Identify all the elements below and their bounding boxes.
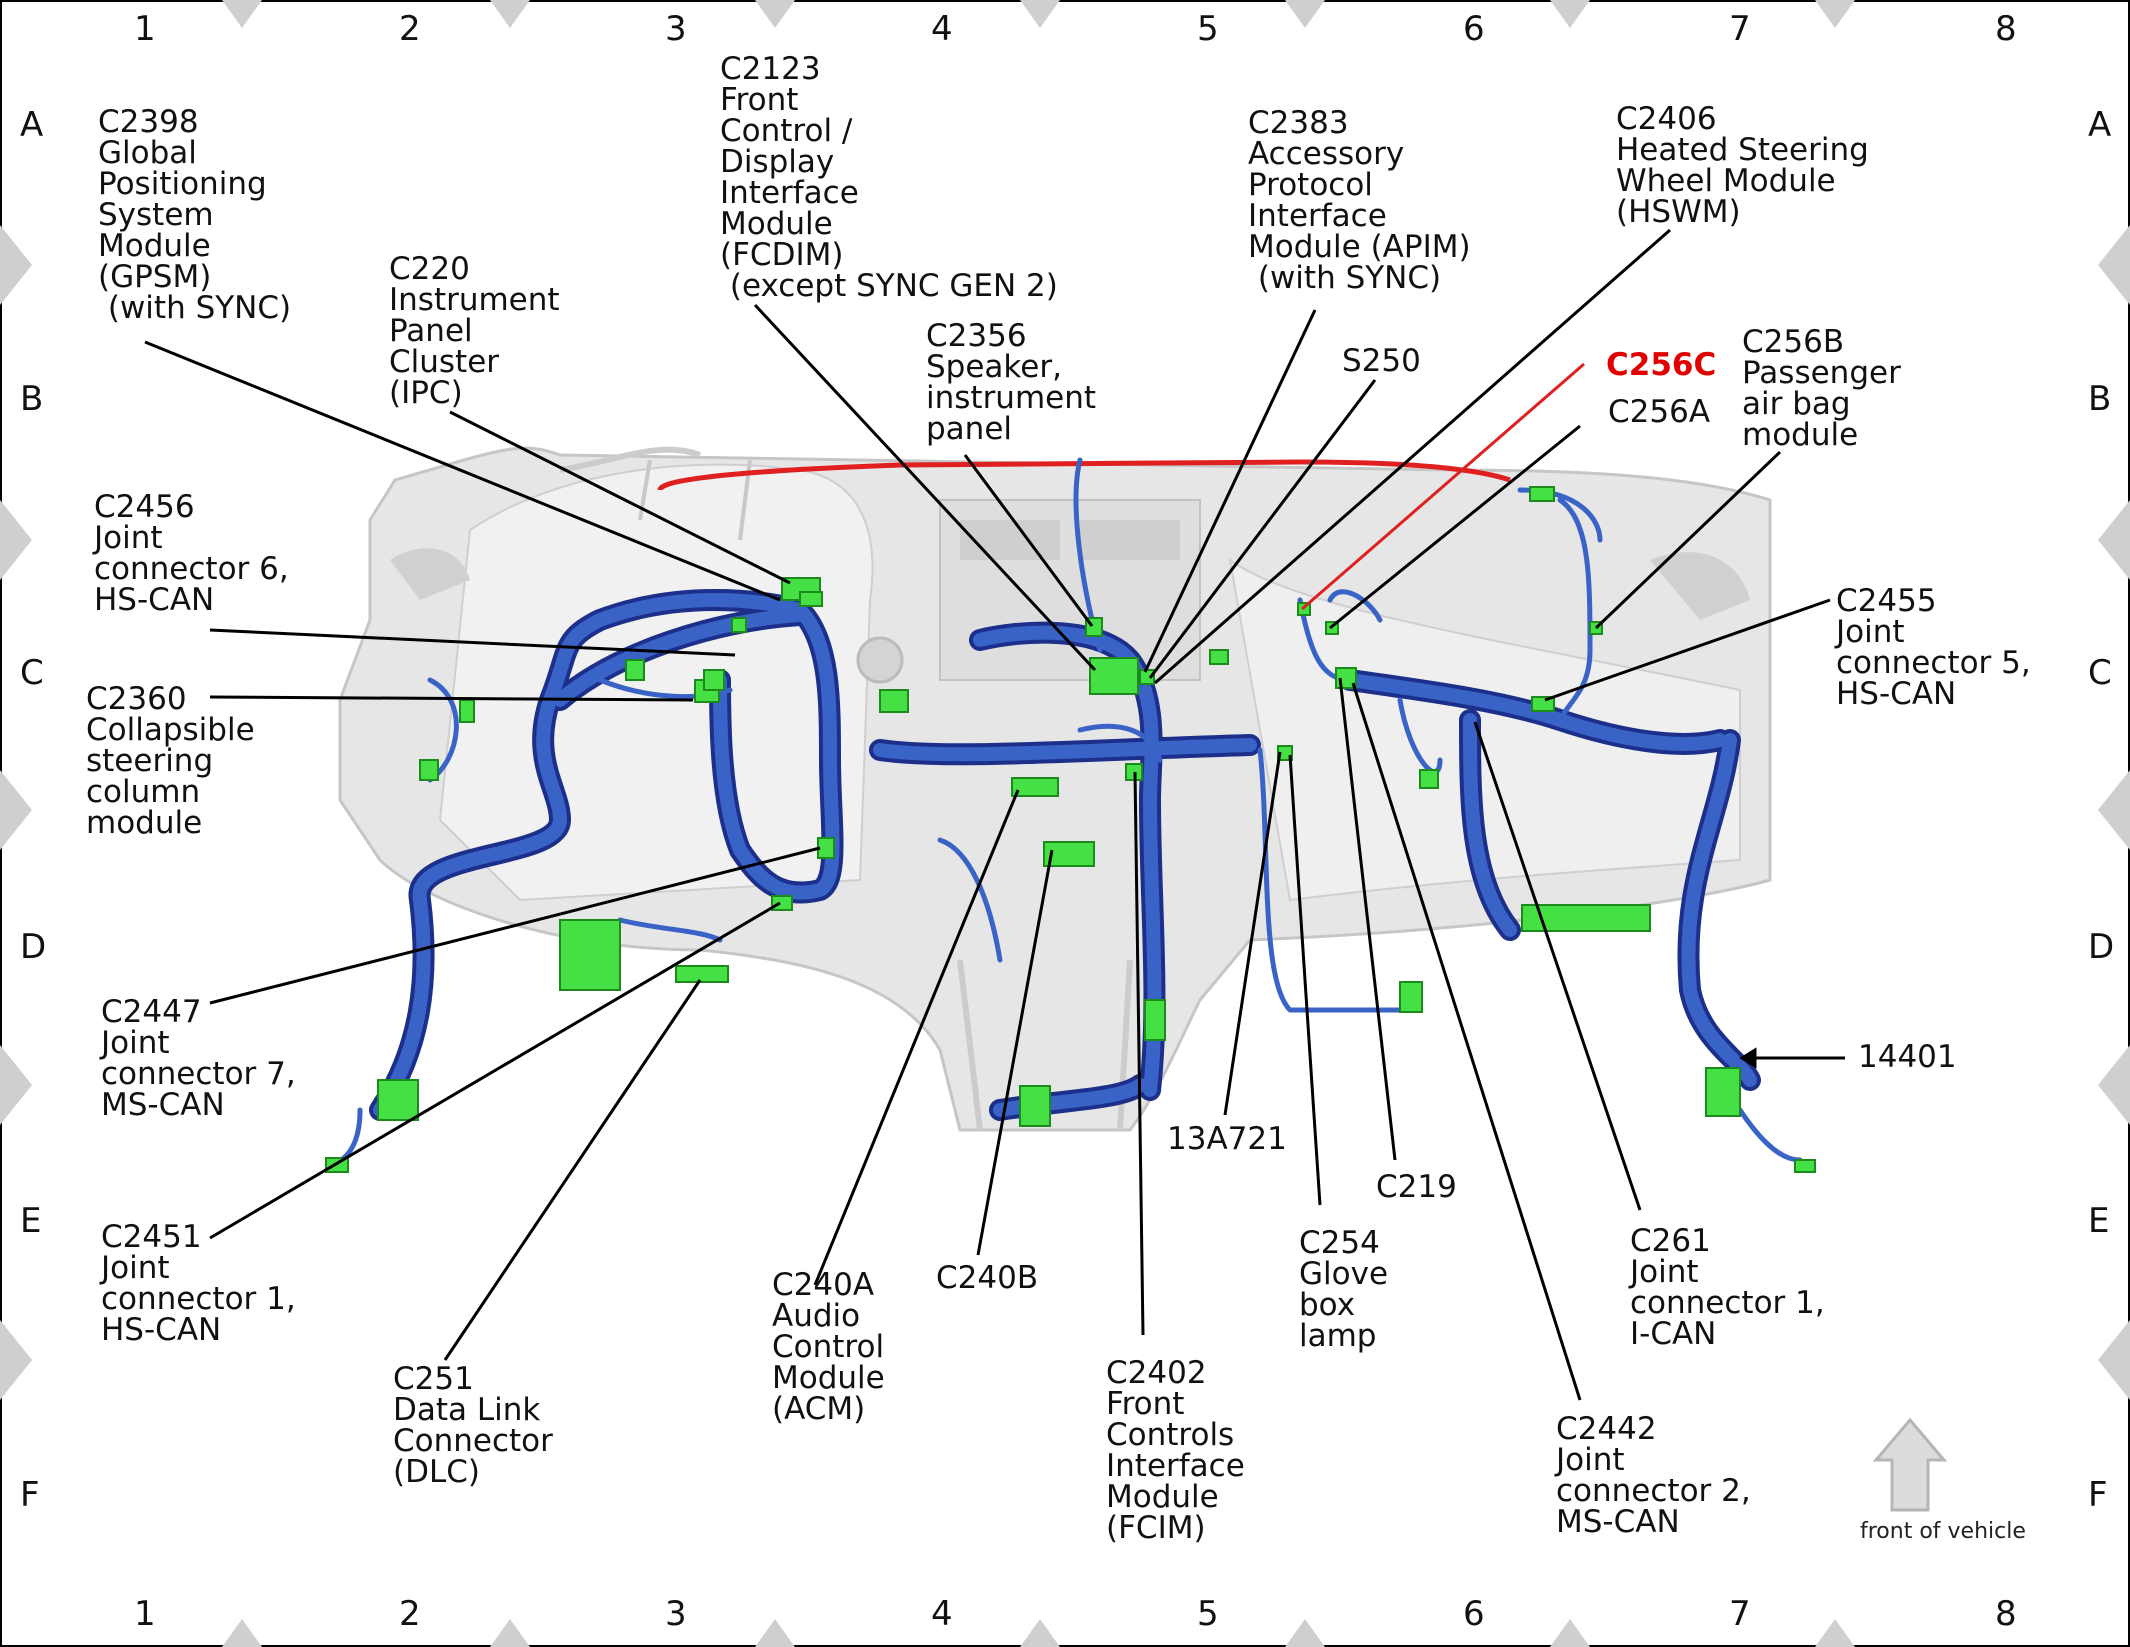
connector-upper-b	[703, 669, 725, 691]
grid-col-4: 4	[931, 9, 953, 49]
label-c251: C251 Data Link Connector (DLC)	[393, 1361, 553, 1490]
grid-row-e: E	[20, 1201, 42, 1241]
wiring-harness	[327, 457, 1803, 1168]
connector-left-mid	[419, 759, 439, 781]
label-c2360: C2360 Collapsible steering column module	[86, 681, 255, 841]
grid-col-5-bottom: 5	[1197, 1594, 1219, 1634]
grid-row-f: F	[20, 1475, 40, 1515]
label-c256a: C256A	[1608, 394, 1711, 430]
grid-col-1: 1	[134, 9, 156, 49]
label-c2356: C2356 Speaker, instrument panel	[926, 318, 1097, 447]
connector-c254	[1277, 745, 1293, 761]
connector-left-cluster	[559, 919, 621, 991]
connector-c2123	[1089, 657, 1139, 695]
connector-left-lower	[377, 1079, 419, 1121]
connector-upper-a	[625, 659, 645, 681]
connector-c240a	[1011, 777, 1059, 797]
connectors	[325, 486, 1816, 1173]
grid-row-a-right: A	[2088, 105, 2112, 145]
label-c261: C261 Joint connector 1, I-CAN	[1630, 1223, 1825, 1352]
leader-c2398	[144, 340, 781, 602]
label-c2442: C2442 Joint connector 2, MS-CAN	[1556, 1411, 1751, 1540]
label-c2383: C2383 Accessory Protocol Interface Modul…	[1248, 105, 1471, 296]
grid-row-c: C	[20, 653, 44, 693]
label-14401: 14401	[1858, 1039, 1957, 1075]
connector-c219-lower	[1399, 981, 1423, 1013]
label-c240a: C240A Audio Control Module (ACM)	[772, 1267, 885, 1427]
grid-row-e-right: E	[2088, 1201, 2110, 1241]
grid-col-1-bottom: 1	[134, 1594, 156, 1634]
label-s250: S250	[1342, 343, 1421, 379]
label-13a721: 13A721	[1167, 1121, 1287, 1157]
connector-c251	[675, 965, 729, 983]
connector-center-left	[879, 689, 909, 713]
label-c2123: C2123 Front Control / Display Interface …	[720, 51, 1058, 304]
connector-c2456	[731, 617, 747, 633]
connector-c220	[799, 591, 823, 607]
grid-row-d-right: D	[2088, 927, 2115, 967]
label-c256b: C256B Passenger air bag module	[1742, 324, 1901, 453]
grid-col-5: 5	[1197, 9, 1219, 49]
grid-col-6-bottom: 6	[1463, 1594, 1485, 1634]
label-c220: C220 Instrument Panel Cluster (IPC)	[389, 251, 560, 411]
label-c2447: C2447 Joint connector 7, MS-CAN	[101, 994, 296, 1123]
connector-lower-center	[1019, 1085, 1051, 1127]
grid-col-8: 8	[1995, 9, 2017, 49]
label-c256c: C256C	[1606, 347, 1717, 383]
label-c2402: C2402 Front Controls Interface Module (F…	[1106, 1355, 1245, 1546]
grid-col-7: 7	[1729, 9, 1751, 49]
grid-col-2-bottom: 2	[399, 1594, 421, 1634]
leader-lines	[144, 228, 1845, 1401]
label-c2456: C2456 Joint connector 6, HS-CAN	[94, 489, 289, 618]
grid-row-d: D	[20, 927, 47, 967]
label-c2406: C2406 Heated Steering Wheel Module (HSWM…	[1616, 101, 1869, 230]
label-c2451: C2451 Joint connector 1, HS-CAN	[101, 1219, 296, 1348]
label-c254: C254 Glove box lamp	[1299, 1225, 1389, 1354]
label-c2398: C2398 Global Positioning System Module (…	[98, 104, 292, 326]
connector-left-upper	[459, 699, 475, 723]
connector-center-right	[1209, 649, 1229, 665]
grid-col-6: 6	[1463, 9, 1485, 49]
grid-col-7-bottom: 7	[1729, 1594, 1751, 1634]
grid-col-2: 2	[399, 9, 421, 49]
grid-row-a: A	[20, 105, 44, 145]
connector-c2451	[771, 895, 793, 911]
grid-col-8-bottom: 8	[1995, 1594, 2017, 1634]
connector-c2447	[817, 837, 835, 859]
connector-c2455	[1531, 696, 1555, 712]
grid-row-c-right: C	[2088, 653, 2112, 693]
red-wire	[657, 459, 1511, 492]
label-c2455: C2455 Joint connector 5, HS-CAN	[1836, 583, 2031, 712]
grid-row-b-right: B	[2088, 379, 2112, 419]
front-of-vehicle-arrow	[1872, 1417, 1948, 1512]
grid-row-b: B	[20, 379, 44, 419]
grid-row-f-right: F	[2088, 1475, 2108, 1515]
connector-fcim-lower	[1144, 999, 1166, 1041]
connector-14401	[1705, 1067, 1741, 1117]
label-c219: C219	[1376, 1169, 1457, 1205]
front-of-vehicle-caption: front of vehicle	[1860, 1519, 2026, 1544]
grid-col-4-bottom: 4	[931, 1594, 953, 1634]
connector-14401-tail	[1794, 1159, 1816, 1173]
grid-col-3: 3	[665, 9, 687, 49]
label-c240b: C240B	[936, 1260, 1039, 1296]
connector-right-top	[1529, 486, 1555, 502]
connector-c2442-area	[1419, 769, 1439, 789]
grid-col-3-bottom: 3	[665, 1594, 687, 1634]
